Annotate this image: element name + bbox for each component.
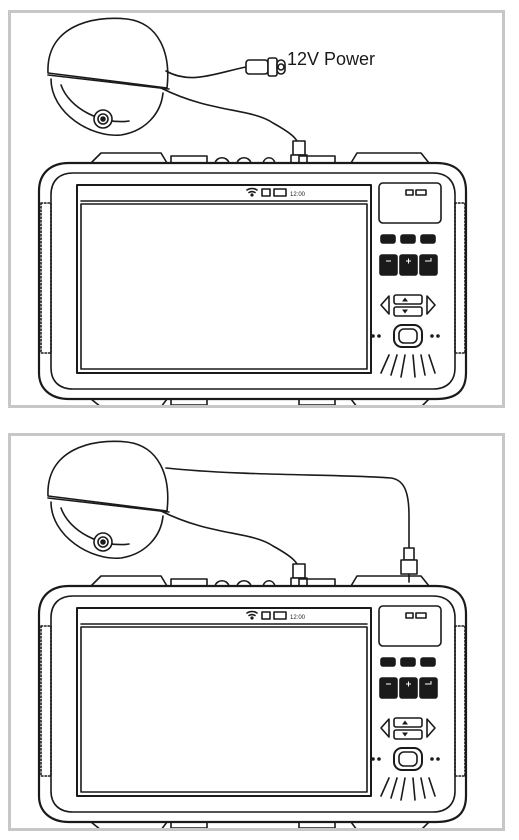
function-key-2 (400, 657, 416, 667)
key-minus (379, 677, 398, 699)
function-key-3 (420, 657, 436, 667)
battery-icon (273, 611, 287, 620)
power-button (393, 747, 423, 771)
power-button (393, 324, 423, 348)
function-key-1 (380, 234, 396, 244)
key-minus (379, 254, 398, 276)
control-panel (371, 182, 442, 378)
sd-indicator-icon (405, 612, 414, 619)
sd-card-icon (261, 188, 271, 197)
device-screen (76, 607, 372, 797)
arrow-left-key (380, 718, 390, 738)
function-key-3 (420, 234, 436, 244)
tester-device (37, 575, 468, 828)
function-key-1 (380, 657, 396, 667)
connection-diagram-dual-cable: 12:00 (37, 440, 468, 828)
connection-diagram-single-cable: 12:00 12V Power (37, 17, 468, 405)
power-cable (165, 467, 418, 583)
key-plus (399, 677, 418, 699)
screen-clock: 12:00 (290, 192, 306, 198)
key-enter (419, 677, 438, 699)
arrow-up-key (393, 717, 423, 728)
arrow-down-key (393, 306, 423, 317)
arrow-right-key (426, 295, 436, 315)
battery-indicator-icon (415, 612, 427, 619)
dome-camera (47, 440, 170, 559)
key-enter (419, 254, 438, 276)
wifi-icon (246, 187, 258, 197)
screen-clock: 12:00 (290, 615, 306, 621)
sd-card-icon (261, 611, 271, 620)
battery-indicator-icon (415, 189, 427, 196)
arrow-right-key (426, 718, 436, 738)
video-cable (160, 510, 308, 597)
battery-icon (273, 188, 287, 197)
wifi-icon (246, 610, 258, 620)
diagram-panel-top: 12:00 12V Power (8, 10, 505, 408)
device-screen (76, 184, 372, 374)
control-panel (371, 605, 442, 801)
power-label: 12V Power (287, 49, 375, 69)
tester-device (37, 152, 468, 405)
dome-camera (47, 17, 170, 136)
arrow-down-key (393, 729, 423, 740)
power-cable (165, 57, 286, 79)
function-key-2 (400, 234, 416, 244)
key-plus (399, 254, 418, 276)
video-cable (160, 87, 308, 174)
arrow-left-key (380, 295, 390, 315)
sd-indicator-icon (405, 189, 414, 196)
diagram-panel-bottom: 12:00 (8, 433, 505, 831)
arrow-up-key (393, 294, 423, 305)
